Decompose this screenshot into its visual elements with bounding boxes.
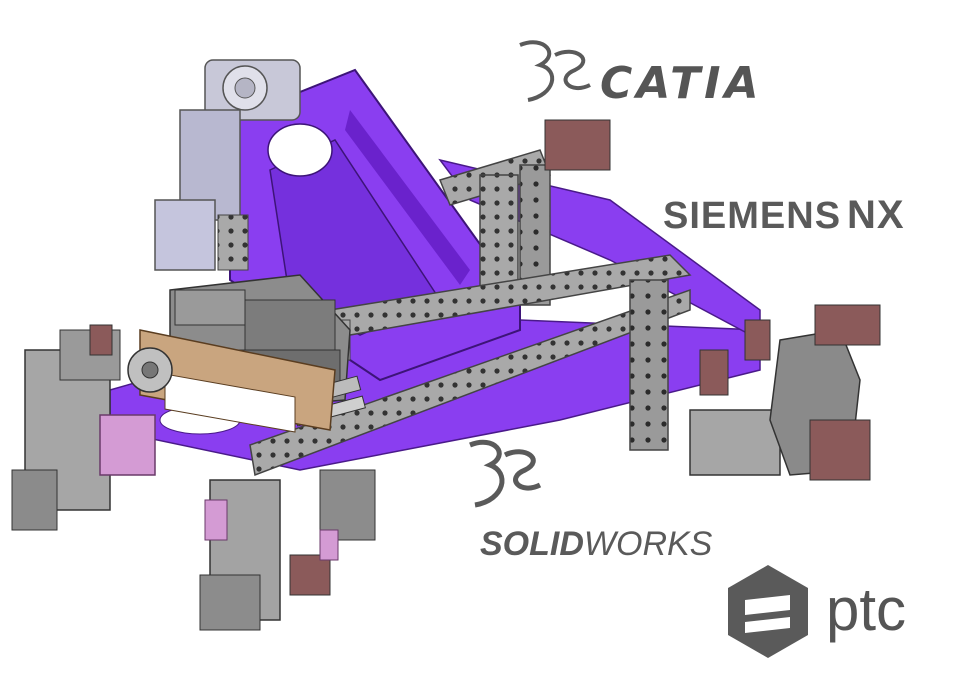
solidworks-3ds-icon: [469, 439, 542, 508]
clamp-bottom: [199, 469, 376, 631]
solidworks-logo: SOLIDWORKS: [480, 525, 712, 564]
ptc-hex-icon: [728, 565, 808, 658]
catia-logo-text: CATIA: [600, 58, 763, 109]
solidworks-solid-text: SOLID: [480, 525, 584, 563]
solidworks-works-text: WORKS: [583, 525, 713, 563]
catia-3ds-icon: [519, 40, 591, 102]
motor-assembly: [154, 59, 301, 271]
clamp-right: [544, 119, 881, 481]
ptc-logo-text: ptc: [826, 576, 907, 643]
clamp-left: [11, 324, 173, 531]
nx-logo-text: NX: [847, 193, 905, 237]
siemens-logo-text: SIEMENS: [663, 195, 842, 237]
